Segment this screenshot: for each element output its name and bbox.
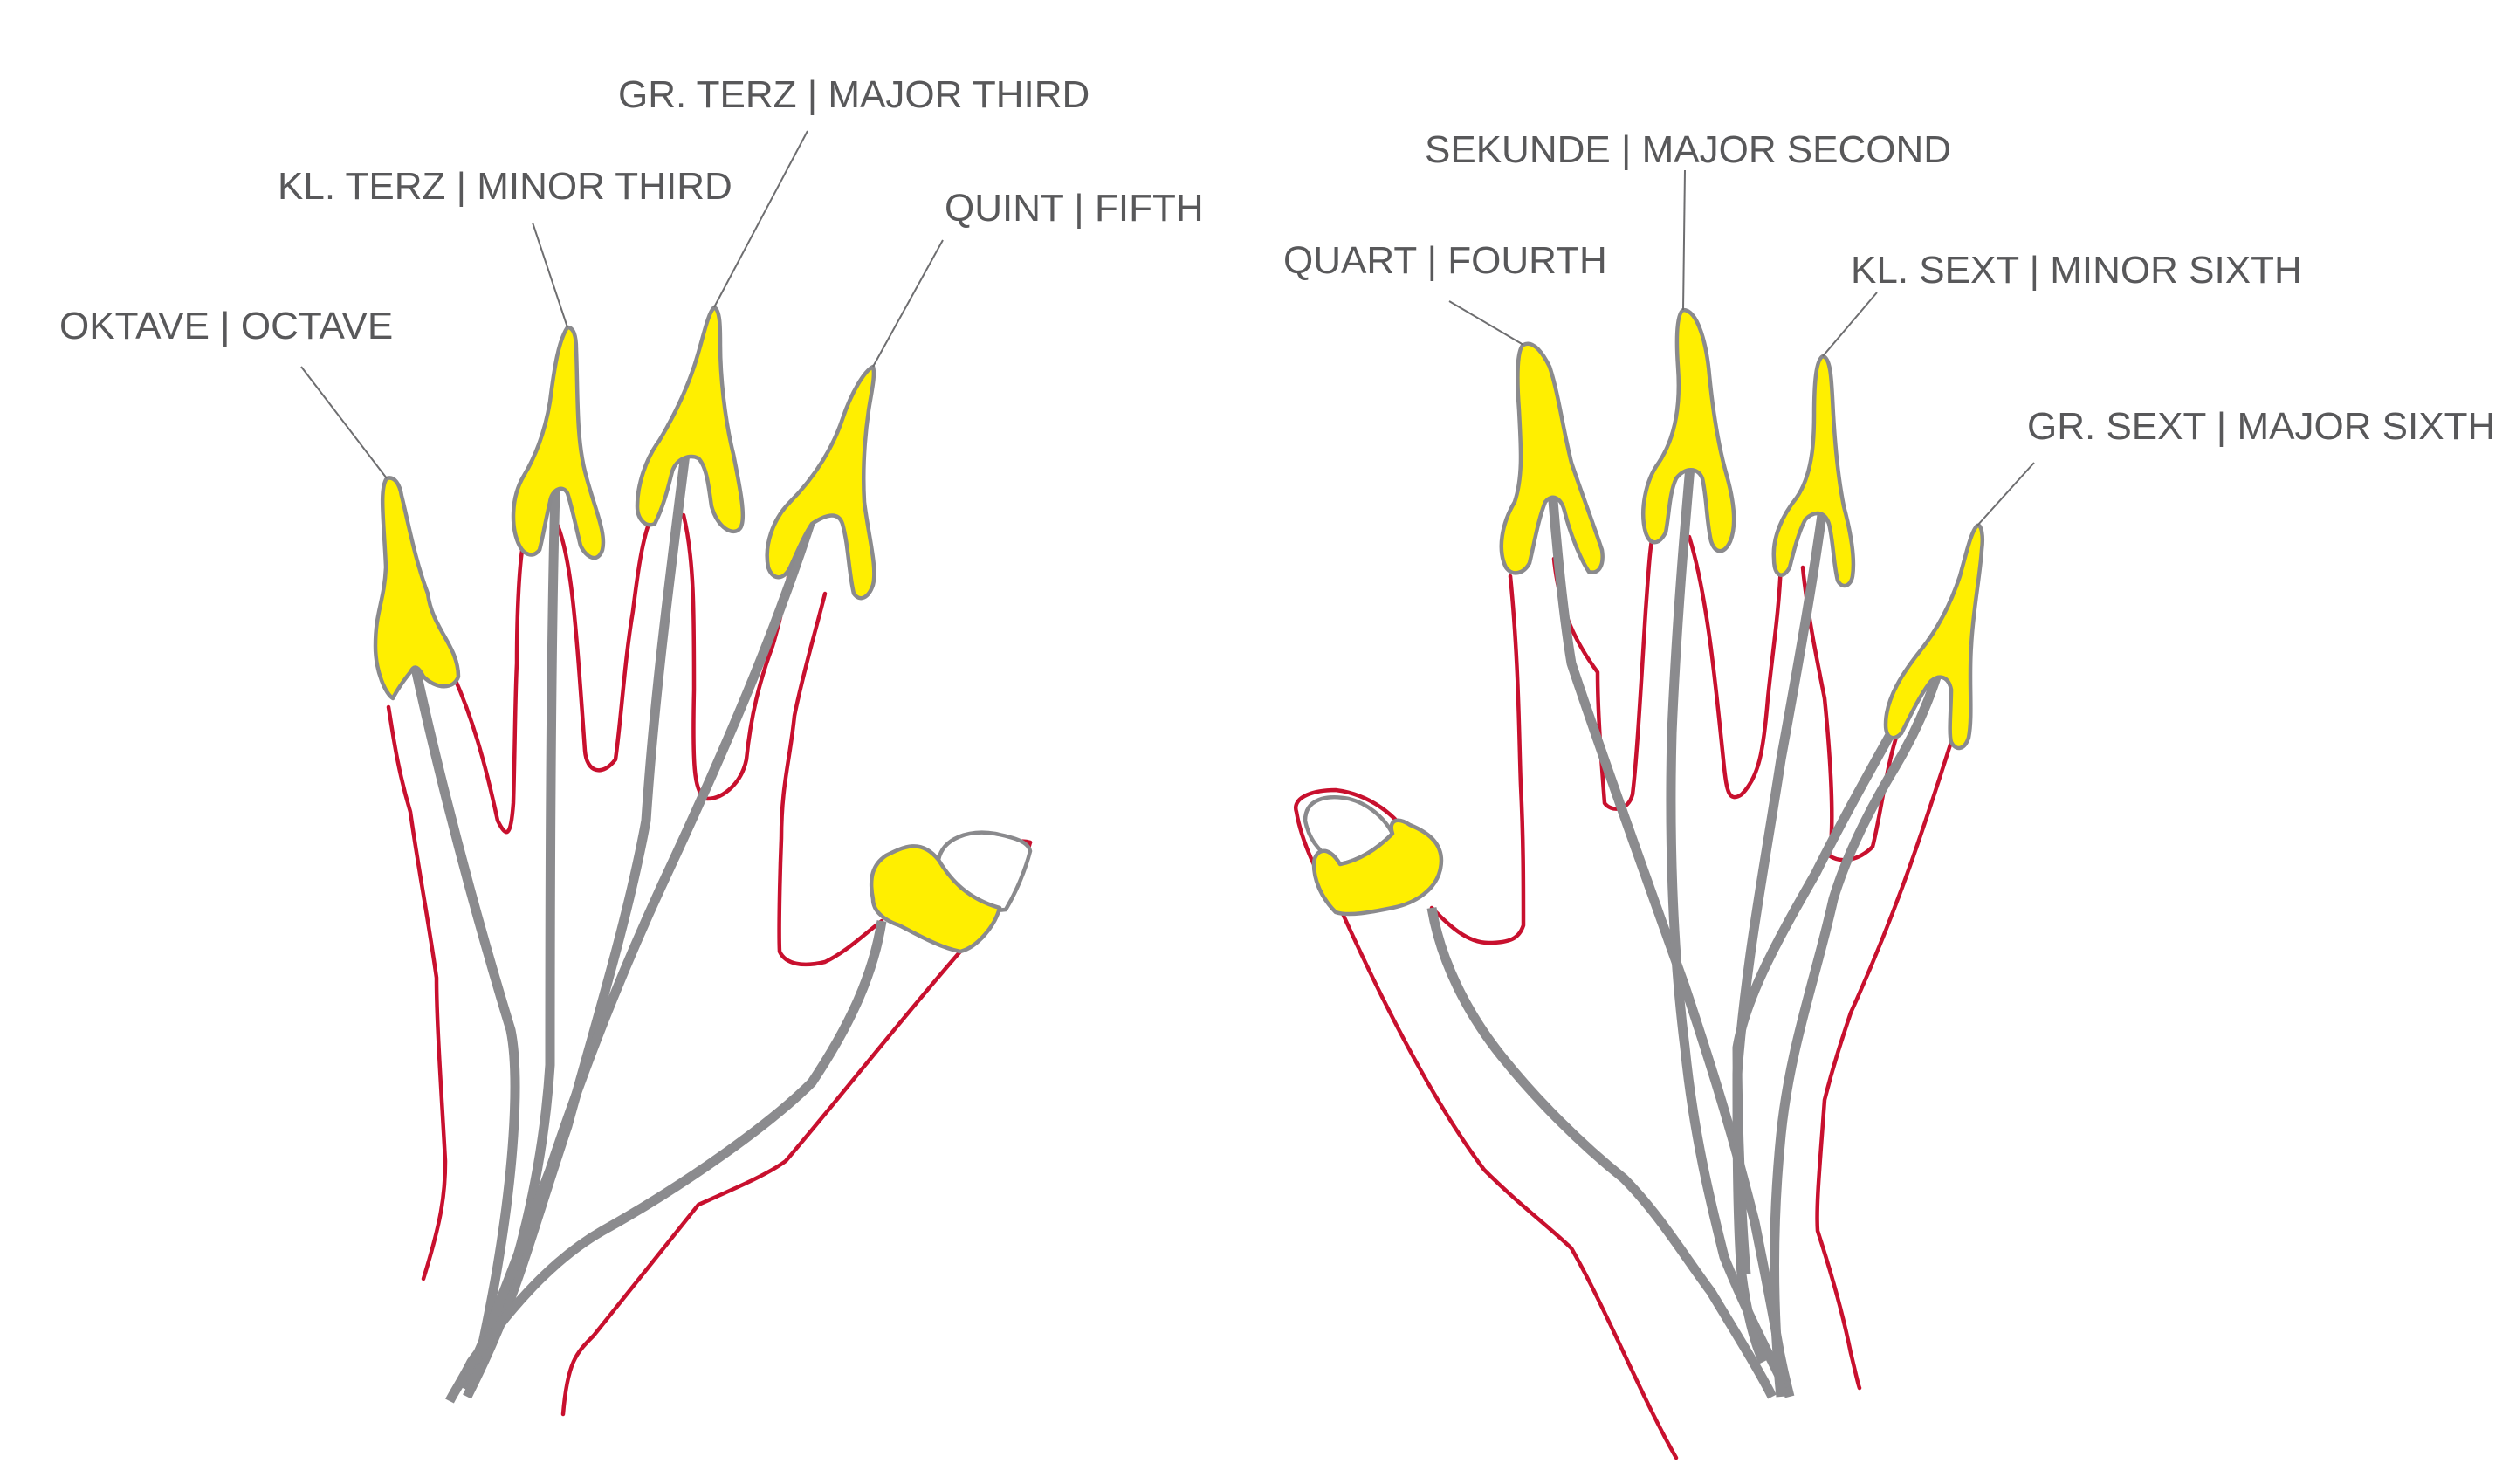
leader-octave <box>300 366 388 479</box>
label-fourth: QUART | FOURTH <box>1283 239 1607 282</box>
label-octave: OKTAVE | OCTAVE <box>59 305 393 347</box>
leader-major-second <box>1682 169 1686 311</box>
right-tip-major-sixth <box>1883 523 1985 751</box>
leader-major-third <box>713 130 808 308</box>
right-tip-minor-sixth <box>1771 354 1856 588</box>
leader-minor-sixth <box>1822 292 1878 357</box>
left-tip-major-third <box>635 305 746 534</box>
leader-fourth <box>1448 300 1524 346</box>
label-major-second: SEKUNDE | MAJOR SECOND <box>1425 128 1951 171</box>
leader-major-sixth <box>1976 462 2035 526</box>
left-hand-tendons <box>392 418 887 1404</box>
right-hand-labels: QUART | FOURTH SEKUNDE | MAJOR SECOND KL… <box>1283 128 2495 448</box>
label-fifth: QUINT | FIFTH <box>945 187 1204 230</box>
label-minor-third: KL. TERZ | MINOR THIRD <box>278 165 732 208</box>
leader-minor-third <box>532 222 568 328</box>
right-hand-tips <box>1311 307 1985 917</box>
leader-fifth <box>872 239 944 368</box>
left-tip-octave <box>373 476 461 701</box>
left-hand: OKTAVE | OCTAVE KL. TERZ | MINOR THIRD G… <box>59 73 1204 1417</box>
right-tip-fourth <box>1499 341 1605 575</box>
left-hand-tips <box>373 305 1002 954</box>
right-hand: QUART | FOURTH SEKUNDE | MAJOR SECOND KL… <box>1283 128 2495 1460</box>
right-hand-outline <box>1294 526 1954 1460</box>
left-tip-fifth <box>765 364 876 601</box>
left-tip-minor-third <box>511 325 606 560</box>
left-hand-outline <box>386 512 1033 1417</box>
left-hand-labels: OKTAVE | OCTAVE KL. TERZ | MINOR THIRD G… <box>59 73 1204 347</box>
right-tip-major-second <box>1641 307 1736 553</box>
label-major-third: GR. TERZ | MAJOR THIRD <box>618 73 1090 116</box>
label-minor-sixth: KL. SEXT | MINOR SIXTH <box>1851 249 2302 292</box>
left-hand-leaders <box>300 130 944 479</box>
label-major-sixth: GR. SEXT | MAJOR SIXTH <box>2027 405 2495 448</box>
right-tip-thumb <box>1311 818 1444 917</box>
left-tip-thumb <box>869 844 1002 954</box>
right-hand-leaders <box>1448 169 2035 526</box>
